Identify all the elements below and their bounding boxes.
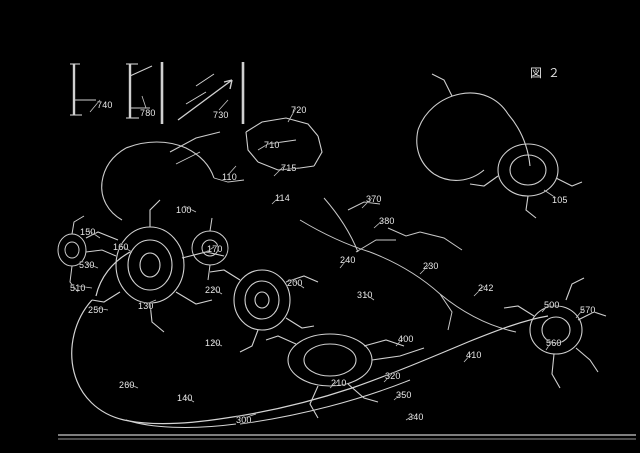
reference-numeral: 120: [205, 338, 221, 348]
reference-numeral: 260: [119, 380, 135, 390]
reference-numeral: 170: [207, 244, 223, 254]
left-small-cluster: [57, 215, 117, 293]
reference-numeral: 570: [580, 305, 596, 315]
reference-numeral: 720: [291, 105, 307, 115]
reference-numeral: 220: [205, 285, 221, 295]
reference-numeral: 560: [546, 338, 562, 348]
reference-numeral: 250: [88, 305, 104, 315]
reference-numeral: 230: [423, 261, 439, 271]
mid-left-wheel: [191, 217, 229, 281]
reference-numeral: 730: [213, 110, 229, 120]
reference-numeral: 310: [357, 290, 373, 300]
reference-numeral: 150: [80, 227, 96, 237]
reference-numeral: 350: [396, 390, 412, 400]
reference-numeral: 340: [408, 412, 424, 422]
reference-numeral: 114: [275, 193, 290, 203]
reference-numeral: 740: [97, 100, 113, 110]
upper-left-linkage: [101, 131, 245, 221]
reference-numeral: 110: [222, 172, 237, 182]
reference-numeral: 780: [140, 108, 156, 118]
reference-numeral: 410: [466, 350, 482, 360]
reference-numeral: 380: [379, 216, 395, 226]
right-lower-assembly: [503, 277, 607, 389]
central-housing: [85, 199, 225, 333]
reference-numeral: 130: [138, 301, 154, 311]
reference-numeral: 100: [176, 205, 192, 215]
reference-numeral: 300: [236, 415, 252, 425]
reference-numeral: 715: [281, 163, 297, 173]
reference-numeral: 105: [552, 195, 568, 205]
reference-numeral: 140: [177, 393, 193, 403]
leader-lines: [77, 95, 585, 421]
reference-numeral: 530: [79, 260, 95, 270]
figure-title: 図 ２: [530, 66, 561, 80]
reference-numeral: 320: [385, 371, 401, 381]
reference-numeral: 242: [478, 283, 494, 293]
reference-numeral: 370: [366, 194, 382, 204]
connecting-arms: [299, 197, 517, 333]
rotor-assembly: [209, 269, 319, 353]
reference-numeral: 160: [113, 242, 129, 252]
reference-numeral: 400: [398, 334, 414, 344]
right-upper-assembly: [416, 73, 583, 219]
reference-numeral: 210: [331, 378, 347, 388]
upper-funnel: [245, 117, 323, 171]
chassis-outline: [71, 251, 549, 428]
reference-numeral: 500: [544, 300, 560, 310]
reference-numeral: 200: [287, 278, 303, 288]
dimension-bracket-group: [70, 62, 245, 124]
reference-numeral: 710: [264, 140, 280, 150]
baseline-rule: [58, 434, 636, 440]
reference-numeral: 240: [340, 255, 356, 265]
reference-numeral: 510: [70, 283, 86, 293]
